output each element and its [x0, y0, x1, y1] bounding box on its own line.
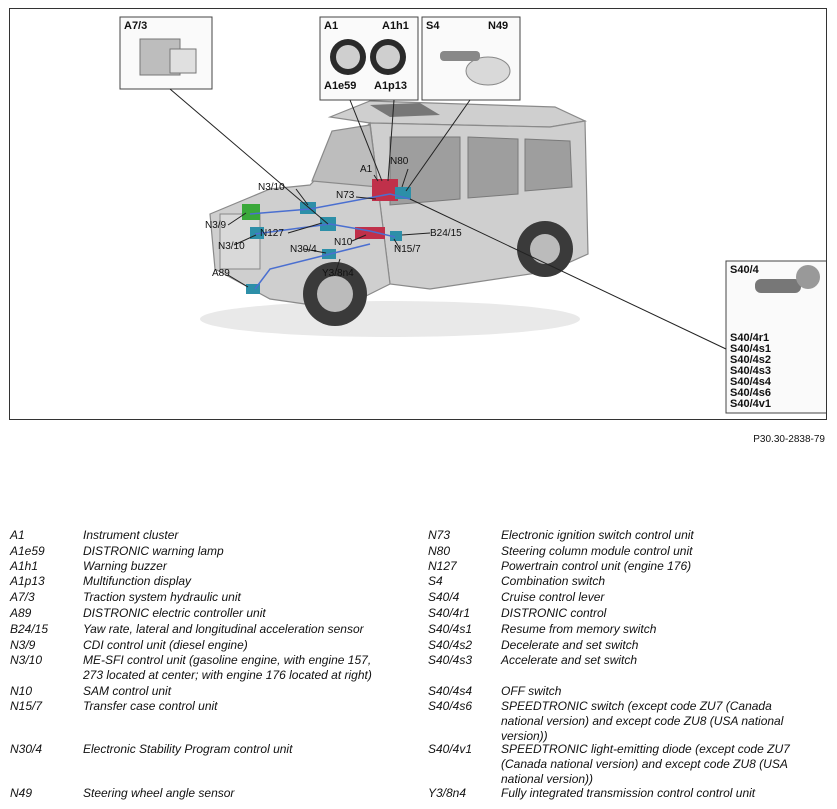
legend-code: N10	[10, 684, 33, 698]
s40-4-list-item: S40/4v1	[730, 398, 771, 410]
legend-code: Y3/8n4	[428, 786, 467, 800]
legend-code: S4	[428, 574, 443, 588]
legend-desc: ME-SFI control unit (gasoline engine, wi…	[83, 653, 372, 682]
legend-desc: Steering wheel angle sensor	[83, 786, 235, 800]
legend-code: N127	[428, 559, 457, 573]
legend-desc: Resume from memory switch	[501, 622, 657, 636]
legend-desc: CDI control unit (diesel engine)	[83, 638, 248, 652]
inset-label-a7-3: A7/3	[124, 20, 148, 32]
legend-code: N49	[10, 786, 33, 800]
legend-desc: OFF switch	[501, 684, 562, 698]
callout-n30-4: N30/4	[290, 244, 317, 255]
legend-code: A1e59	[10, 544, 45, 558]
legend-desc: SPEEDTRONIC light-emitting diode (except…	[501, 742, 790, 786]
vehicle-illustration	[119, 16, 826, 414]
legend-code: S40/4s6	[428, 699, 473, 713]
inset-label-a1: A1	[324, 20, 339, 32]
inset-label-a1e59: A1e59	[324, 80, 357, 92]
legend-desc: Powertrain control unit (engine 176)	[501, 559, 692, 573]
instrument-cluster-icon	[330, 39, 406, 75]
s40-4-list-item: S40/4r1	[730, 332, 770, 344]
legend-desc: SAM control unit	[83, 684, 172, 698]
inset-label-a1h1: A1h1	[382, 20, 409, 32]
legend-desc: Electronic Stability Program control uni…	[83, 742, 293, 756]
callout-n127: N127	[260, 228, 284, 239]
legend-desc: Accelerate and set switch	[501, 653, 638, 667]
callout-n3-10-top: N3/10	[258, 182, 285, 193]
s40-4-list-item: S40/4s3	[730, 365, 771, 377]
callout-n15-7: N15/7	[394, 244, 421, 255]
callout-n10: N10	[334, 237, 353, 248]
vehicle-body	[209, 100, 589, 310]
legend-desc: SPEEDTRONIC switch (except code ZU7 (Can…	[501, 699, 784, 743]
wiring-harness	[249, 193, 411, 290]
legend-code: S40/4	[428, 590, 460, 604]
figure-reference: P30.30-2838-79	[753, 434, 825, 445]
legend-code: N73	[428, 528, 451, 542]
s40-4-list-item: S40/4s4	[730, 376, 771, 388]
wheels	[303, 221, 573, 326]
legend-desc: Traction system hydraulic unit	[83, 590, 241, 604]
legend-code: N3/10	[10, 653, 43, 667]
legend-code: A1p13	[10, 574, 45, 588]
legend-code: S40/4s3	[428, 653, 473, 667]
legend-desc: Yaw rate, lateral and longitudinal accel…	[83, 622, 364, 636]
callout-n73: N73	[336, 190, 355, 201]
legend-desc: Instrument cluster	[83, 528, 179, 542]
legend-code: S40/4s2	[428, 638, 473, 652]
legend-desc: DISTRONIC control	[501, 606, 607, 620]
legend-desc: Warning buzzer	[83, 559, 167, 573]
legend-code: A7/3	[10, 590, 35, 604]
legend-code: N3/9	[10, 638, 36, 652]
legend-code: N80	[428, 544, 451, 558]
legend-desc: Steering column module control unit	[501, 544, 693, 558]
legend-desc: Combination switch	[501, 574, 606, 588]
cruise-control-lever-icon	[755, 265, 820, 293]
callout-n80: N80	[390, 156, 409, 167]
combination-switch-icon	[440, 51, 511, 86]
legend-code: S40/4s4	[428, 684, 473, 698]
hydraulic-unit-icon	[139, 38, 197, 76]
legend-code: S40/4v1	[428, 742, 473, 756]
inset-label-s40-4: S40/4	[730, 264, 759, 276]
legend-code: N15/7	[10, 699, 43, 713]
legend-code: A1	[10, 528, 25, 542]
leader-lines	[169, 88, 727, 350]
legend-desc: Fully integrated transmission control co…	[501, 786, 756, 800]
legend-desc: Decelerate and set switch	[501, 638, 639, 652]
s40-4-list-item: S40/4s1	[730, 343, 771, 355]
legend-code: S40/4r1	[428, 606, 471, 620]
inset-label-n49: N49	[488, 20, 509, 32]
legend-desc: Multifunction display	[83, 574, 192, 588]
legend-code: B24/15	[10, 622, 49, 636]
legend-code: S40/4s1	[428, 622, 473, 636]
inset-label-a1p13: A1p13	[374, 80, 408, 92]
callout-n3-10-low: N3/10	[218, 241, 245, 252]
legend-desc: Transfer case control unit	[83, 699, 218, 713]
legend-code: A89	[10, 606, 32, 620]
callout-a89: A89	[212, 268, 230, 279]
legend-code: A1h1	[10, 559, 39, 573]
callout-n3-9: N3/9	[205, 220, 227, 231]
legend-code: N30/4	[10, 742, 43, 756]
component-location-figure: A7/3 A1 A1h1 A1e59 A1p13 S4 N49 S40/4 S4…	[9, 8, 827, 420]
callout-b24-15: B24/15	[430, 228, 462, 239]
legend-desc: Electronic ignition switch control unit	[501, 528, 694, 542]
legend-desc: DISTRONIC electric controller unit	[83, 606, 266, 620]
legend-desc: DISTRONIC warning lamp	[83, 544, 224, 558]
callout-y3-8n4: Y3/8n4	[322, 268, 354, 279]
legend-desc: Cruise control lever	[501, 590, 605, 604]
s40-4-list-item: S40/4s6	[730, 387, 771, 399]
s40-4-list-item: S40/4s2	[730, 354, 771, 366]
inset-label-s4: S4	[426, 20, 440, 32]
callout-a1: A1	[360, 164, 373, 175]
